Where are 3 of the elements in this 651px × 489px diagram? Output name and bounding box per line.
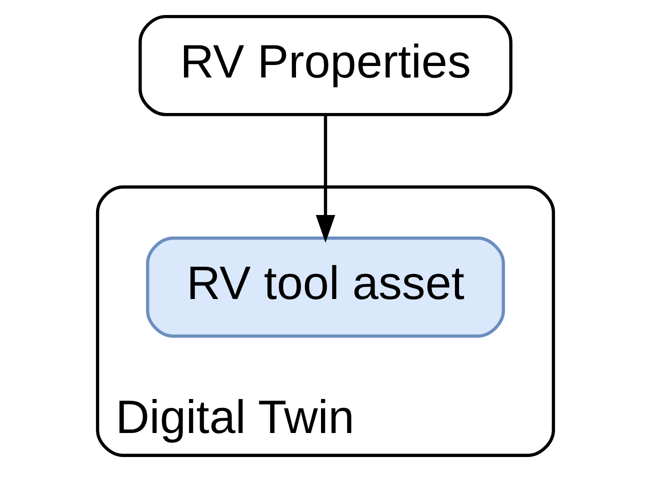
node-box: RV Properties bbox=[138, 14, 512, 116]
node-box: RV tool asset bbox=[146, 236, 505, 338]
arrow bbox=[316, 114, 336, 243]
